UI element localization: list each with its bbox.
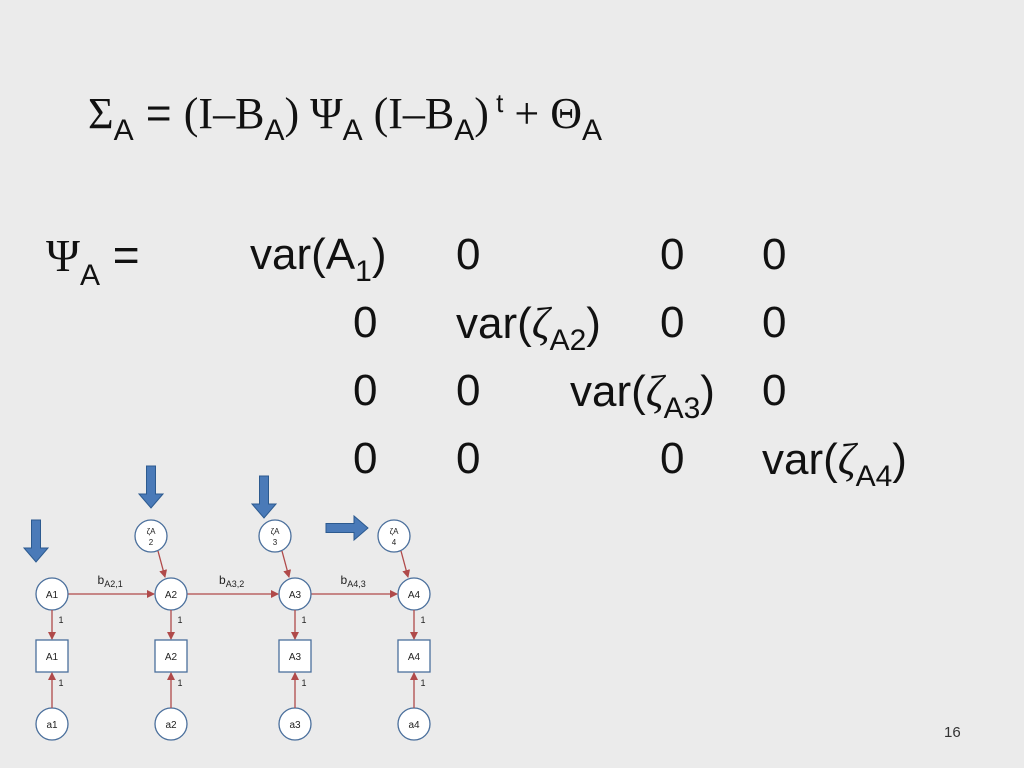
- cell-text: var(: [570, 367, 646, 416]
- latent-label: A1: [46, 590, 59, 601]
- disturbance-index: 2: [149, 538, 154, 547]
- observed-label: A4: [408, 652, 421, 663]
- error-label: a1: [46, 720, 58, 731]
- disturbance-node: [134, 519, 168, 553]
- disturbance-arrow: [157, 550, 168, 578]
- cell-text: var(: [762, 435, 838, 484]
- error-label: a2: [165, 720, 177, 731]
- disturbance-node: [377, 519, 411, 553]
- disturbance-label: ζA: [147, 527, 157, 536]
- psi-symbol: Ψ: [299, 89, 343, 138]
- zeta-symbol: ζ: [645, 367, 664, 416]
- matrix-r1-c2: 0: [456, 230, 481, 279]
- loading-label: 1: [420, 615, 425, 625]
- disturbance-index: 4: [392, 538, 397, 547]
- matrix-r2-c1: 0: [353, 298, 378, 347]
- path-coefficient-label: bA4,3: [341, 573, 366, 589]
- b-subscript-1: A: [264, 114, 285, 147]
- zeta-symbol: ζ: [837, 435, 856, 484]
- cell-text: ): [892, 435, 907, 484]
- latent-label: A2: [165, 590, 178, 601]
- cell-subscript: A3: [663, 392, 701, 425]
- error-loading-label: 1: [301, 678, 306, 688]
- matrix-r1-c3: 0: [660, 230, 685, 279]
- observed-label: A3: [289, 652, 302, 663]
- sigma-symbol: Σ: [88, 89, 114, 138]
- highlight-arrow-zeta-2: [137, 465, 165, 509]
- error-loading-label: 1: [420, 678, 425, 688]
- transpose-superscript: t: [488, 88, 504, 118]
- i-minus-b-open-2: (I–B: [362, 89, 455, 138]
- observed-label: A2: [165, 652, 178, 663]
- path-coefficient-label: bA2,1: [98, 573, 123, 589]
- cell-subscript: A4: [855, 460, 893, 493]
- matrix-r3-c4: 0: [762, 366, 787, 415]
- matrix-r4-c1: 0: [353, 434, 378, 483]
- loading-label: 1: [177, 615, 182, 625]
- b-subscript-2: A: [454, 114, 475, 147]
- cell-text: ): [371, 230, 387, 279]
- covariance-equation: ΣA = (I–BA) ΨA (I–BA) t + ΘA: [88, 88, 602, 148]
- matrix-r2-c4: 0: [762, 298, 787, 347]
- disturbance-label: ζA: [390, 527, 400, 536]
- theta-subscript: A: [581, 114, 602, 147]
- matrix-r2-c3: 0: [660, 298, 685, 347]
- psi-label-subscript: A: [79, 259, 100, 292]
- matrix-r1-c4: 0: [762, 230, 787, 279]
- error-label: a3: [289, 720, 301, 731]
- highlight-arrow-zeta-4: [325, 514, 369, 542]
- observed-node: [397, 639, 431, 673]
- plus-theta: + Θ: [503, 89, 582, 138]
- loading-label: 1: [301, 615, 306, 625]
- cell-text: var(: [456, 299, 532, 348]
- cell-text: ): [586, 299, 601, 348]
- loading-label: 1: [58, 615, 63, 625]
- observed-label: A1: [46, 652, 59, 663]
- error-loading-label: 1: [177, 678, 182, 688]
- psi-subscript: A: [342, 114, 363, 147]
- equals-sign: =: [133, 89, 184, 138]
- cell-text: var(A: [250, 230, 356, 279]
- matrix-r3-c2: 0: [456, 366, 481, 415]
- zeta-symbol: ζ: [531, 299, 550, 348]
- psi-label-symbol: Ψ: [46, 230, 80, 281]
- matrix-r4-c2: 0: [456, 434, 481, 483]
- path-coefficient-label: bA3,2: [219, 573, 244, 589]
- matrix-r4-c3: 0: [660, 434, 685, 483]
- cell-text: ): [700, 367, 715, 416]
- psi-label-equals: =: [99, 229, 140, 281]
- error-label: a4: [408, 720, 420, 731]
- matrix-r2-c2: var(ζA2): [456, 298, 601, 358]
- error-loading-label: 1: [58, 678, 63, 688]
- disturbance-arrow: [400, 550, 411, 578]
- i-minus-b-open-1: (I–B: [183, 89, 265, 138]
- cell-subscript: 1: [355, 255, 372, 288]
- paren-close-1: ): [284, 89, 300, 138]
- disturbance-label: ζA: [271, 527, 281, 536]
- highlight-arrow-a1: [22, 519, 50, 563]
- matrix-r3-c1: 0: [353, 366, 378, 415]
- matrix-r4-c4: var(ζA4): [762, 434, 907, 494]
- highlight-arrow-zeta-3: [250, 475, 278, 519]
- matrix-r3-c3: var(ζA3): [570, 366, 715, 426]
- matrix-r1-c1: var(A1): [250, 230, 386, 289]
- latent-label: A3: [289, 590, 302, 601]
- cell-subscript: A2: [549, 324, 587, 357]
- psi-matrix-label: ΨA =: [46, 228, 140, 293]
- latent-label: A4: [408, 590, 421, 601]
- sigma-subscript: A: [113, 114, 134, 147]
- observed-node: [278, 639, 312, 673]
- paren-close-2: ): [474, 89, 489, 138]
- disturbance-arrow: [281, 550, 292, 578]
- disturbance-index: 3: [273, 538, 278, 547]
- page-number: 16: [944, 724, 961, 741]
- disturbance-node: [258, 519, 292, 553]
